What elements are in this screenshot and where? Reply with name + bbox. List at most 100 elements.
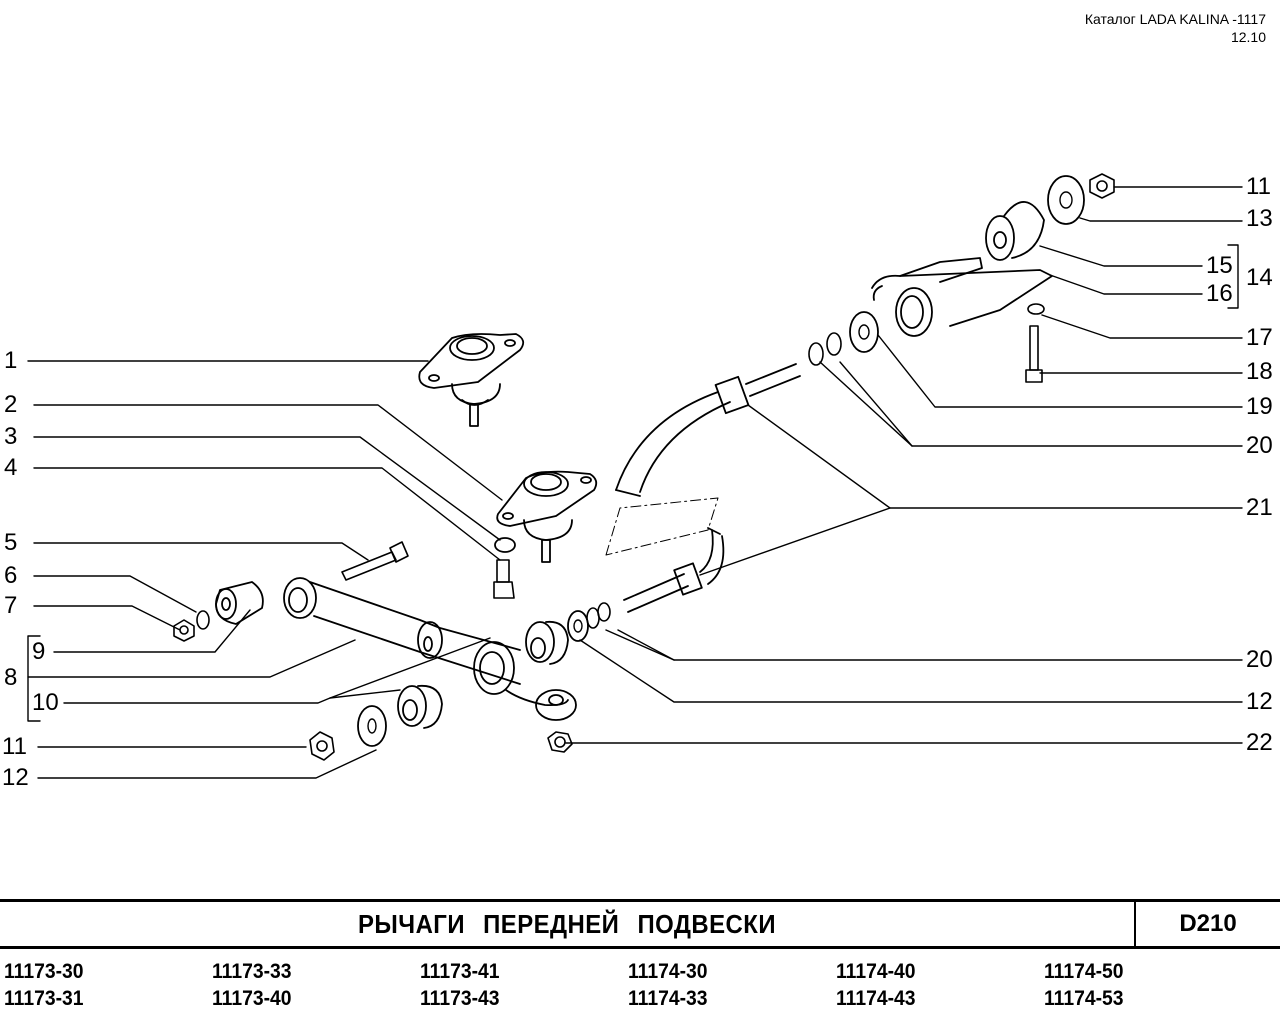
callout-8: 8 xyxy=(4,664,18,691)
callout-12: 12 xyxy=(2,764,29,791)
leader-r17 xyxy=(1041,314,1243,339)
callout-4: 4 xyxy=(4,454,18,481)
nut-22 xyxy=(547,731,573,753)
leader-r20b xyxy=(839,361,913,447)
leader-r21 xyxy=(747,404,1243,509)
model-code: 11174-53 xyxy=(1044,987,1124,1010)
leader-r16 xyxy=(1049,274,1203,295)
callout-r17: 17 xyxy=(1246,324,1273,351)
leader-lines-right xyxy=(565,186,1243,744)
callout-11: 11 xyxy=(2,733,27,760)
model-code: 11173-31 xyxy=(4,987,84,1010)
washer-6 xyxy=(196,610,210,630)
leader-9 xyxy=(53,609,251,653)
model-code: 11173-30 xyxy=(4,960,84,983)
ball-joint-lower xyxy=(496,470,598,563)
callout-7: 7 xyxy=(4,592,18,619)
callout-3: 3 xyxy=(4,423,18,450)
strut-bar-lower xyxy=(623,527,725,613)
bushing-15 xyxy=(985,201,1045,261)
leader-r20d xyxy=(617,629,675,661)
model-code: 11174-30 xyxy=(628,960,708,983)
bolt-5 xyxy=(341,541,409,581)
callout-5: 5 xyxy=(4,529,18,556)
exploded-parts-diagram xyxy=(27,173,1243,779)
catalog-name: Каталог LADA KALINA -1117 xyxy=(1084,11,1266,27)
washer-20-a xyxy=(597,602,611,622)
bolt-18 xyxy=(1025,325,1043,383)
washer-17 xyxy=(1027,303,1045,315)
callout-r20-upper: 20 xyxy=(1246,432,1273,459)
section-code: D210 xyxy=(1179,910,1237,937)
callout-r21: 21 xyxy=(1246,494,1273,521)
washer-20-d xyxy=(826,332,842,356)
model-code: 11174-50 xyxy=(1044,960,1124,983)
leader-5 xyxy=(33,542,369,561)
leader-8 xyxy=(27,639,356,678)
leader-r19 xyxy=(877,334,1243,408)
catalog-header: Каталог LADA KALINA -1117 12.10 xyxy=(1085,10,1266,46)
bracket-14 xyxy=(1227,244,1239,309)
callout-r14: 14 xyxy=(1246,264,1273,291)
bushing-arm xyxy=(525,620,569,665)
model-code: 11173-43 xyxy=(420,987,500,1010)
callout-6: 6 xyxy=(4,562,18,589)
title-separator xyxy=(1134,902,1136,946)
leader-2 xyxy=(33,404,503,501)
leader-r21b xyxy=(699,507,891,576)
leader-r15 xyxy=(1039,245,1203,267)
leader-r13 xyxy=(1079,217,1243,222)
leader-10 xyxy=(63,637,491,704)
callout-r12: 12 xyxy=(1246,688,1273,715)
callout-r22: 22 xyxy=(1246,729,1273,756)
catalog-date: 12.10 xyxy=(1230,29,1266,45)
lower-arm xyxy=(283,577,577,721)
callout-2: 2 xyxy=(4,391,18,418)
leader-r12 xyxy=(579,639,1243,703)
bolt-4 xyxy=(493,559,515,599)
nut-11-upper xyxy=(1089,173,1115,199)
leader-6 xyxy=(33,575,197,613)
bracket-8 xyxy=(27,635,41,722)
callout-r13: 13 xyxy=(1246,205,1273,232)
leader-lines-left xyxy=(27,360,503,779)
model-code: 11174-33 xyxy=(628,987,708,1010)
bushing-9 xyxy=(215,581,264,625)
model-code: 11173-33 xyxy=(212,960,292,983)
leader-12 xyxy=(37,749,377,779)
washer-13 xyxy=(1047,175,1085,225)
model-code: 11174-43 xyxy=(836,987,916,1010)
strut-bar-link xyxy=(605,497,719,556)
leader-4 xyxy=(33,467,501,561)
callout-r16: 16 xyxy=(1206,280,1233,307)
callout-9: 9 xyxy=(32,638,46,665)
leader-r20a xyxy=(819,361,1243,447)
ball-joint-upper xyxy=(418,333,525,427)
title-bar: РЫЧАГИ ПЕРЕДНЕЙ ПОДВЕСКИ D210 xyxy=(0,899,1280,949)
callout-10: 10 xyxy=(32,689,59,716)
bracket-16 xyxy=(871,257,1053,337)
leader-r20c xyxy=(605,629,1243,661)
callout-r19: 19 xyxy=(1246,393,1273,420)
section-title: РЫЧАГИ ПЕРЕДНЕЙ ПОДВЕСКИ xyxy=(358,909,776,939)
nut-7 xyxy=(173,619,195,642)
washer-12 xyxy=(357,705,387,747)
bushing-10 xyxy=(397,684,443,729)
washer-12-right xyxy=(567,610,589,642)
leader-3 xyxy=(33,436,501,541)
washer-20-c xyxy=(808,342,824,366)
callout-1: 1 xyxy=(4,347,18,374)
nut-11-left xyxy=(309,731,335,761)
callout-r15: 15 xyxy=(1206,252,1233,279)
callout-r18: 18 xyxy=(1246,358,1273,385)
washer-19 xyxy=(849,311,879,353)
strut-bar-upper xyxy=(615,363,801,497)
lock-washer xyxy=(494,537,516,553)
leader-7 xyxy=(33,605,181,631)
callout-r11: 11 xyxy=(1246,173,1271,200)
callout-r20-lower: 20 xyxy=(1246,646,1273,673)
model-code: 11173-40 xyxy=(212,987,292,1010)
model-code: 11174-40 xyxy=(836,960,916,983)
leader-10b xyxy=(329,689,401,699)
model-code: 11173-41 xyxy=(420,960,500,983)
